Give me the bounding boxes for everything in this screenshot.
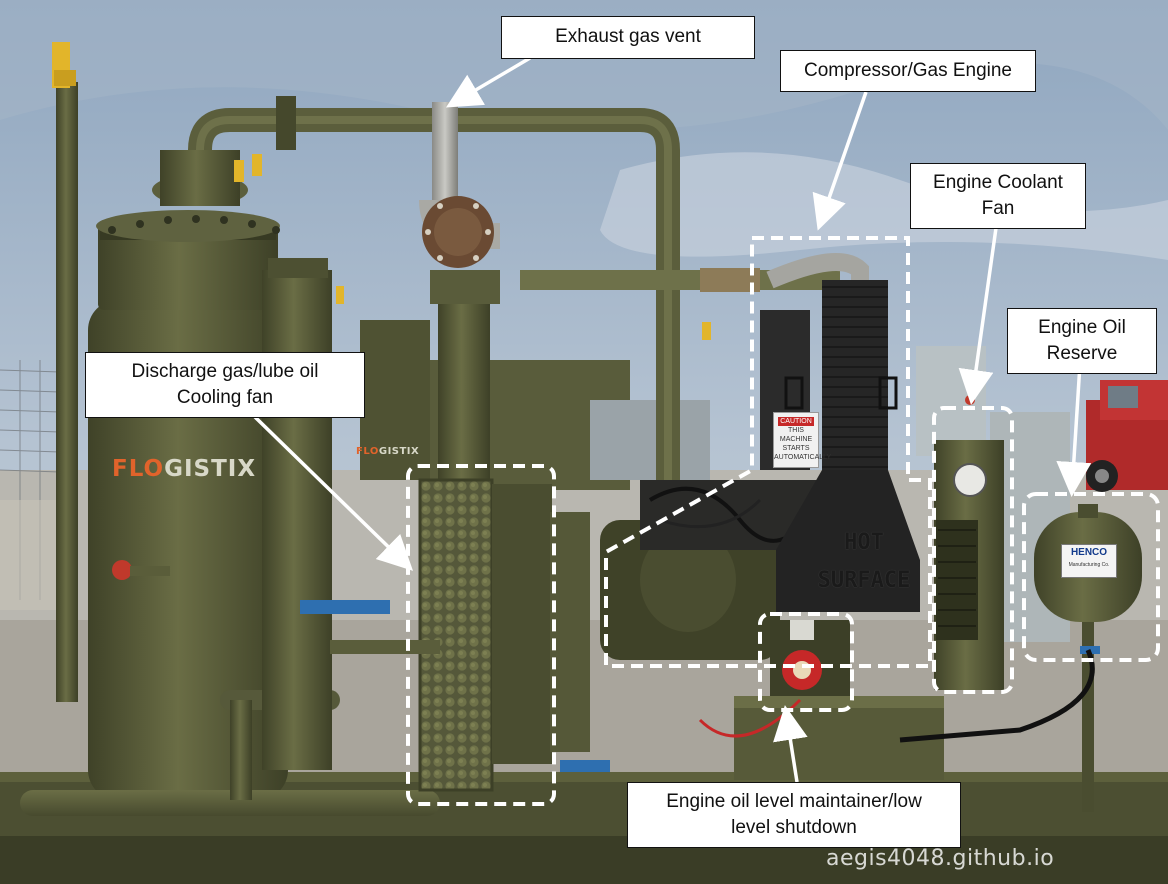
callout-exhaust-vent: Exhaust gas vent (501, 16, 755, 59)
callout-coolant-fan: Engine Coolant Fan (910, 163, 1086, 229)
caution-sticker: CAUTION THIS MACHINE STARTS AUTOMATICALL… (773, 412, 831, 468)
brand-logo-small: FLOGISTIX (356, 446, 420, 457)
tank-label: HENCO Manufacturing Co. (1061, 544, 1117, 578)
callout-compressor-engine: Compressor/Gas Engine (780, 50, 1036, 92)
callout-oil-reserve: Engine Oil Reserve (1007, 308, 1157, 374)
callout-discharge-fan: Discharge gas/lube oil Cooling fan (85, 352, 365, 418)
watermark: aegis4048.github.io (826, 846, 1055, 871)
callout-oil-level: Engine oil level maintainer/low level sh… (627, 782, 961, 848)
hot-surface-sign: HOT SURFACE (817, 530, 911, 593)
brand-logo: FLOGISTIX (112, 456, 257, 482)
